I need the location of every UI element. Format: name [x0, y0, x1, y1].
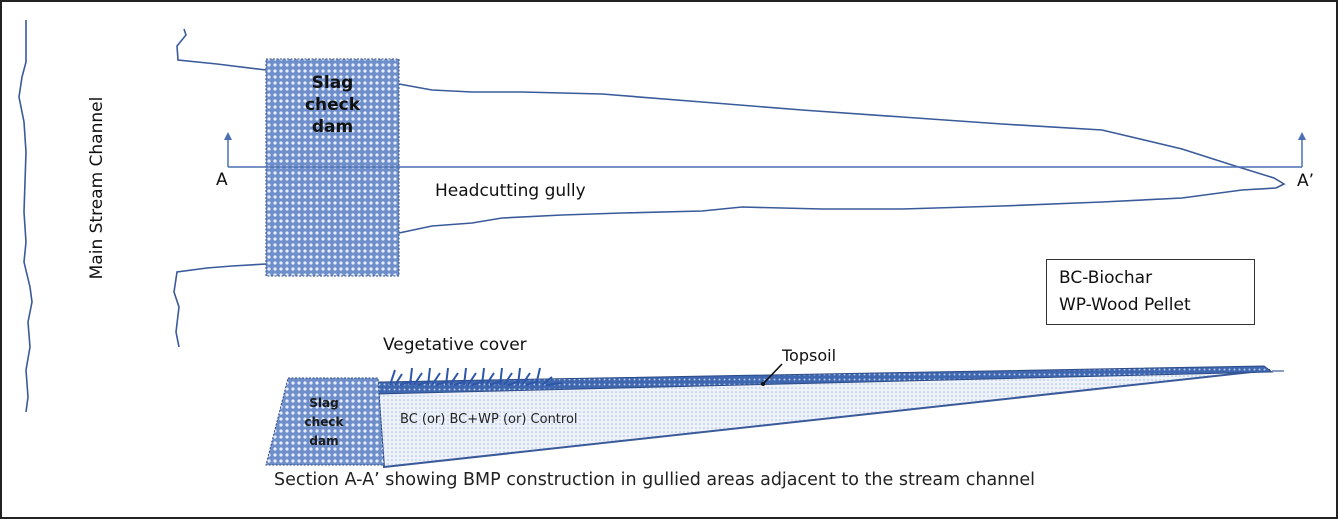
plan-dam-label-line: Slag [311, 73, 354, 93]
plan-dam-label-line: check [304, 95, 361, 115]
section-start-label: A [216, 170, 228, 190]
topsoil-label: Topsoil [782, 346, 837, 365]
plan-dam-label: Slag check dam [266, 72, 399, 138]
vegetative-cover-label: Vegetative cover [383, 335, 527, 355]
plan-dam-label-line: dam [311, 117, 354, 137]
topsoil-leader-line [762, 363, 783, 385]
section-dam-label-line: dam [309, 434, 339, 448]
fill-treatment-label: BC (or) BC+WP (or) Control [400, 412, 578, 427]
vegetation-icon [389, 367, 563, 386]
stream-channel-label: Main Stream Channel [87, 96, 107, 280]
section-dam-label-line: Slag [309, 396, 339, 410]
arrow-up-icon-a [224, 132, 232, 140]
gully-label: Headcutting gully [435, 181, 586, 201]
legend-item-wood-pellet: WP-Wood Pellet [1059, 295, 1191, 315]
gully-outline-top [176, 28, 1286, 234]
legend-item-biochar: BC-Biochar [1059, 268, 1153, 288]
caption: Section A-A’ showing BMP construction in… [274, 470, 1035, 490]
section-dam-label-line: check [304, 415, 344, 429]
section-end-label: A’ [1297, 171, 1315, 191]
section-slag-check-dam [265, 377, 385, 466]
legend-box: BC-Biochar WP-Wood Pellet [1046, 259, 1255, 325]
gully-outline-bottom [173, 263, 267, 348]
stream-channel-line [18, 20, 33, 413]
arrow-up-icon-a-prime [1298, 132, 1306, 140]
section-dam-label: Slag check dam [274, 394, 374, 451]
